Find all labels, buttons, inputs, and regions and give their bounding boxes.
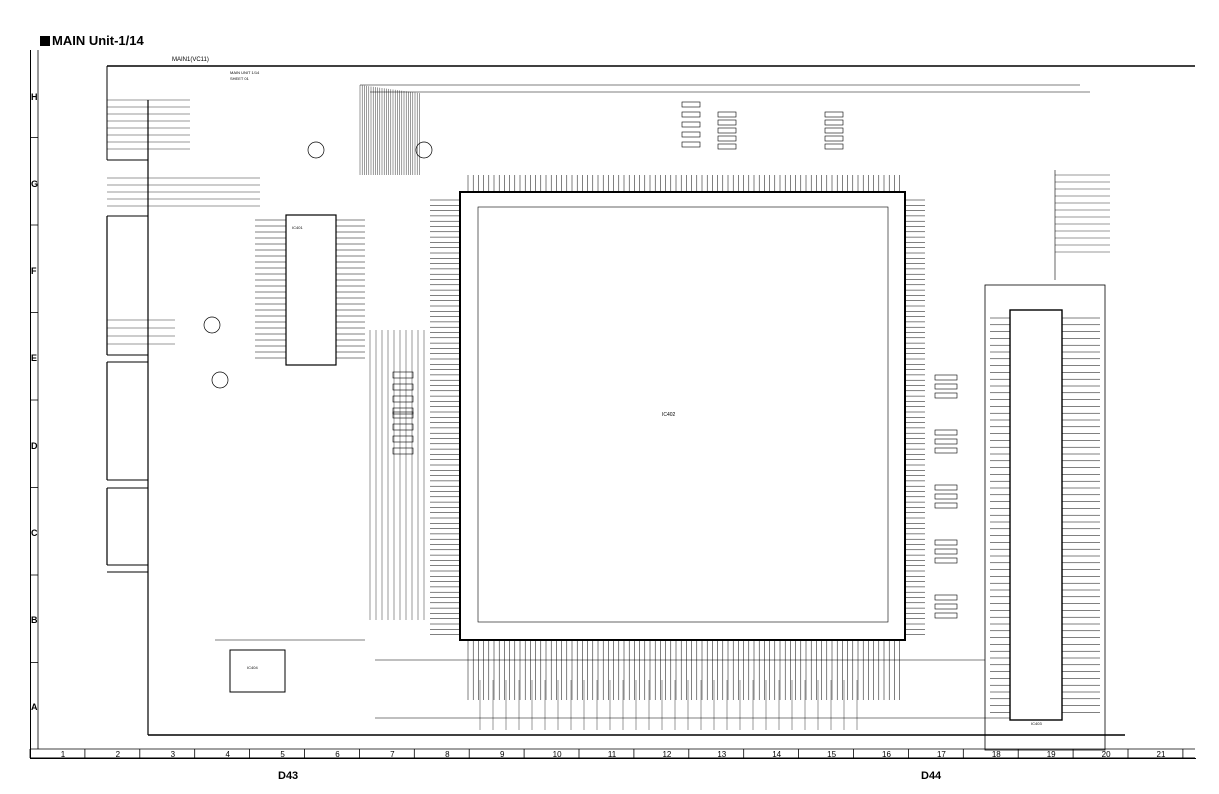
row-label-c: C: [31, 528, 38, 538]
resistor-array: [717, 111, 737, 118]
resistor-array: [392, 447, 414, 455]
resistor-array: [392, 395, 414, 403]
resistor-array: [934, 429, 958, 436]
col-label-8: 8: [445, 750, 450, 759]
col-label-1: 1: [60, 750, 66, 759]
col-label-2: 2: [115, 750, 121, 759]
row-label-g: G: [31, 179, 39, 189]
resistor-array: [681, 111, 701, 118]
resistor-array: [824, 127, 844, 134]
col-label-11: 11: [607, 750, 617, 759]
transistor-symbol: [211, 371, 229, 389]
col-label-21: 21: [1156, 750, 1166, 759]
resistor-array: [934, 447, 958, 454]
resistor-array: [717, 119, 737, 126]
row-label-h: H: [31, 92, 38, 102]
page-label-left: D43: [278, 770, 299, 782]
resistor-array: [934, 603, 958, 610]
col-label-17: 17: [936, 750, 946, 759]
resistor-array: [681, 101, 701, 108]
resistor-array: [934, 557, 958, 564]
block-note-2: SHEET 01: [230, 76, 249, 81]
title-text: MAIN Unit-1/14: [52, 33, 144, 48]
title-square-icon: [40, 36, 50, 46]
col-label-5: 5: [280, 750, 285, 759]
resistor-array: [934, 484, 958, 491]
row-label-b: B: [31, 615, 38, 625]
resistor-array: [934, 383, 958, 390]
transistor-symbol: [203, 316, 221, 334]
ic-bottom-left-label: IC404: [247, 665, 258, 670]
resistor-array: [934, 493, 958, 500]
col-label-13: 13: [717, 750, 727, 759]
resistor-array: [392, 407, 414, 415]
ic401-body: [285, 214, 337, 366]
transistor-symbol: [415, 141, 433, 159]
resistor-array: [824, 111, 844, 118]
col-label-12: 12: [662, 750, 672, 759]
ic-right-label: IC403: [1031, 721, 1042, 726]
ic-main-label: IC402: [662, 412, 676, 418]
resistor-array: [934, 594, 958, 601]
resistor-array: [392, 383, 414, 391]
col-label-9: 9: [499, 750, 505, 759]
resistor-array: [934, 539, 958, 546]
col-label-16: 16: [882, 750, 891, 759]
resistor-array: [392, 411, 414, 419]
ic402-body: [459, 191, 906, 641]
ic403-frame: [984, 284, 1106, 751]
resistor-array: [934, 438, 958, 445]
resistor-array: [717, 135, 737, 142]
col-label-15: 15: [827, 750, 837, 759]
resistor-array: [681, 131, 701, 138]
ic402-inner: [477, 206, 889, 623]
col-label-14: 14: [772, 750, 782, 759]
ic404-body: [229, 649, 286, 693]
col-label-20: 20: [1101, 750, 1111, 759]
resistor-array: [717, 143, 737, 150]
block-note-1: MAIN UNIT 1/14: [230, 70, 260, 75]
resistor-array: [392, 423, 414, 431]
page-title: MAIN Unit-1/14: [40, 33, 144, 48]
row-label-f: F: [31, 266, 37, 276]
resistor-array: [934, 374, 958, 381]
ic403-body: [1009, 309, 1063, 721]
col-label-7: 7: [390, 750, 395, 759]
ic-left-label: IC401: [292, 225, 303, 230]
resistor-array: [934, 392, 958, 399]
col-label-6: 6: [335, 750, 340, 759]
row-label-d: D: [31, 441, 38, 451]
transistor-symbol: [307, 141, 325, 159]
page-label-right: D44: [921, 770, 942, 782]
col-label-10: 10: [552, 750, 562, 759]
col-label-4: 4: [225, 750, 230, 759]
resistor-array: [934, 548, 958, 555]
col-label-3: 3: [170, 750, 176, 759]
resistor-array: [392, 435, 414, 443]
resistor-array: [824, 119, 844, 126]
resistor-array: [934, 612, 958, 619]
resistor-array: [824, 135, 844, 142]
resistor-array: [681, 121, 701, 128]
col-label-18: 18: [991, 750, 1001, 759]
resistor-array: [824, 143, 844, 150]
resistor-array: [934, 502, 958, 509]
top-bus-label: MAIN1(VC11): [172, 57, 209, 63]
row-label-a: A: [31, 702, 38, 712]
col-label-19: 19: [1046, 750, 1056, 759]
resistor-array: [681, 141, 701, 148]
row-label-e: E: [31, 353, 38, 363]
resistor-array: [392, 371, 414, 379]
resistor-array: [717, 127, 737, 134]
